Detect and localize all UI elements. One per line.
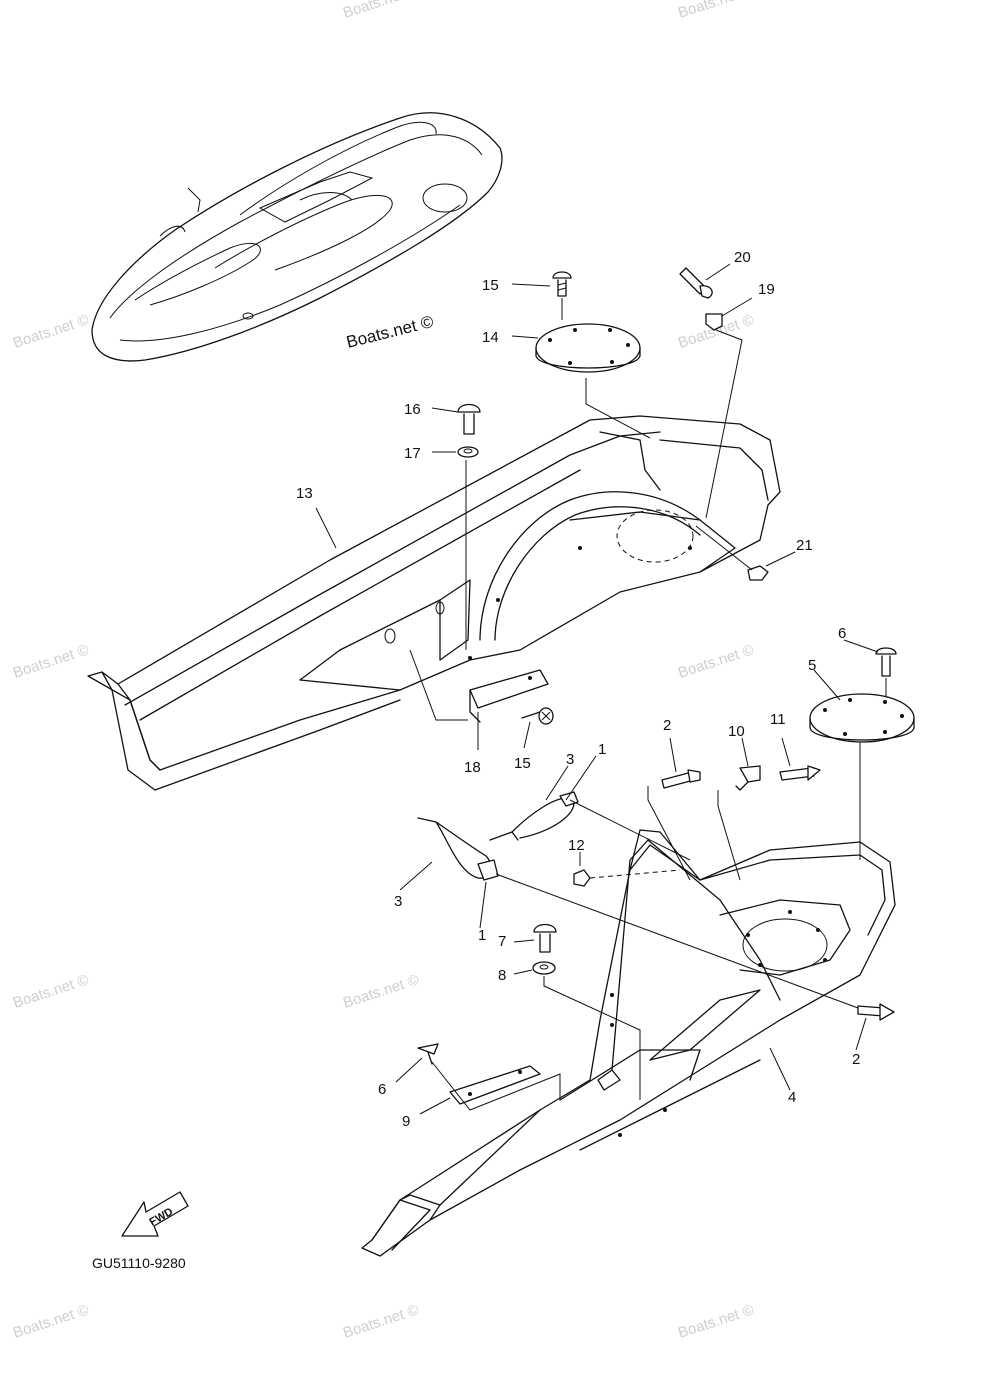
- watercraft-thumbnail: [91, 112, 503, 362]
- callout-leaders: [315, 263, 879, 1115]
- callout-label: 1: [478, 927, 486, 944]
- watermark: Boats.net ©: [676, 0, 756, 22]
- watermark: Boats.net ©: [676, 1301, 756, 1341]
- rivet-2-bottom: [857, 1003, 895, 1021]
- fasteners: [417, 267, 897, 1105]
- watermark: Boats.net ©: [11, 641, 91, 681]
- watermark: Boats.net ©: [676, 641, 756, 681]
- callout-label: 18: [464, 759, 481, 776]
- callout-label: 14: [482, 329, 499, 346]
- bracket-9: [449, 1065, 541, 1105]
- callout-label: 7: [498, 933, 506, 950]
- callout-label: 13: [296, 485, 313, 502]
- watermark: Boats.net ©: [11, 971, 91, 1011]
- brand-label: Boats.net ©: [344, 312, 435, 352]
- watermark: Boats.net ©: [11, 1301, 91, 1341]
- cover-plate-5: [809, 693, 915, 743]
- drawing-code: GU51110-9280: [92, 1255, 186, 1271]
- callout-label: 3: [566, 751, 574, 768]
- watermark: Boats.net ©: [341, 1301, 421, 1341]
- nut-21: [747, 565, 769, 581]
- callout-labels: 1 1 2 2 3 3 4 5 6 6 7 8 9 10 11 12 13 14…: [296, 249, 860, 1130]
- callout-label: 2: [852, 1051, 860, 1068]
- callout-label: 6: [838, 625, 846, 642]
- clip-19: [705, 313, 723, 331]
- rivet-20: [679, 267, 713, 299]
- callout-label: 3: [394, 893, 402, 910]
- watermark: Boats.net ©: [341, 971, 421, 1011]
- rivet-11: [779, 765, 821, 781]
- rivet-2-top: [661, 769, 701, 789]
- callout-label: 19: [758, 281, 775, 298]
- callout-label: 5: [808, 657, 816, 674]
- guide-lines: [409, 298, 887, 1111]
- fwd-arrow: FWD: [121, 1191, 189, 1237]
- callout-label: 21: [796, 537, 813, 554]
- screw-15-mid: [521, 707, 554, 725]
- callout-label: 16: [404, 401, 421, 418]
- bolt-7: [533, 923, 557, 953]
- callout-label: 2: [663, 717, 671, 734]
- bolt-16: [457, 403, 481, 435]
- callout-label: 20: [734, 249, 751, 266]
- strap-3-upper: [489, 791, 579, 841]
- callout-label: 10: [728, 723, 745, 740]
- screw-6-left: [417, 1043, 439, 1065]
- callout-label: 8: [498, 967, 506, 984]
- upper-liner-assembly: [87, 415, 781, 791]
- callout-label: 4: [788, 1089, 796, 1106]
- watermark: Boats.net ©: [11, 311, 91, 351]
- grommet-17: [457, 446, 479, 458]
- grommet-8: [532, 961, 556, 975]
- callout-label: 9: [402, 1113, 410, 1130]
- cover-plate-14: [535, 323, 641, 373]
- clip-10: [735, 765, 761, 791]
- strap-3-lower: [417, 817, 499, 881]
- callout-label: 15: [482, 277, 499, 294]
- callout-label: 15: [514, 755, 531, 772]
- bracket-18: [469, 669, 549, 723]
- callout-label: 17: [404, 445, 421, 462]
- callout-label: 1: [598, 741, 606, 758]
- nut-12: [573, 869, 591, 887]
- screw-6-right: [875, 647, 897, 677]
- callout-label: 6: [378, 1081, 386, 1098]
- callout-label: 11: [770, 711, 786, 728]
- watermark: Boats.net ©: [341, 0, 421, 22]
- callout-label: 12: [568, 837, 585, 854]
- screw-15-top: [552, 271, 572, 297]
- lower-liner-assembly: [361, 829, 896, 1257]
